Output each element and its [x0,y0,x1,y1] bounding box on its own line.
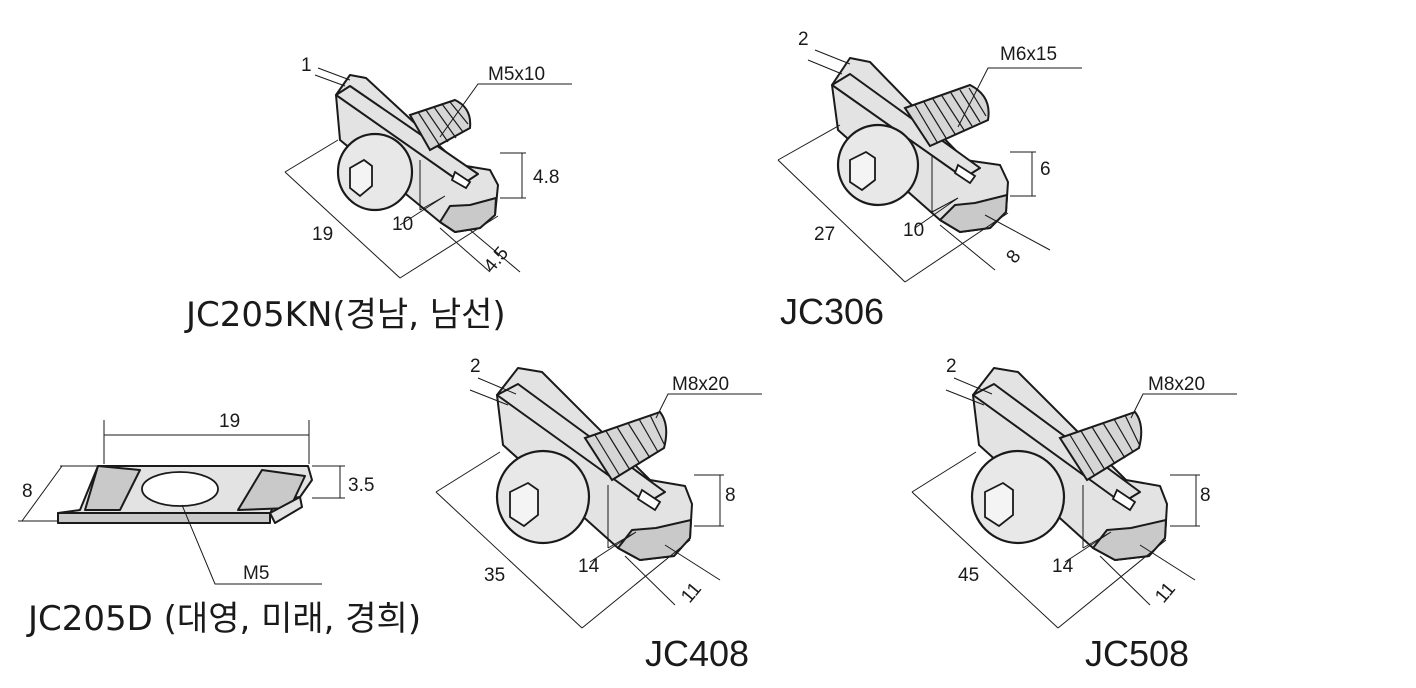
jc306-screw-label: M6x15 [1000,44,1057,65]
jc408-length-label: 35 [484,565,505,586]
part-jc508: 2 M8x20 8 45 14 11 JC508 [911,356,1237,674]
jc205d-length-label: 19 [219,411,240,432]
jc508-screw-length-label: 14 [1052,556,1074,577]
jc205kn-screw-length-label: 10 [392,214,413,235]
jc205d-hole [141,471,219,507]
jc205d-plate [57,465,313,524]
jc408-screw-leader [655,393,762,419]
jc306-screw-leader [957,67,1082,128]
jc205kn-screw-label: M5x10 [488,64,545,85]
jc306-height-label: 6 [1040,159,1051,180]
jc508-title: JC508 [1085,633,1189,674]
jc508-screw-leader [1130,393,1237,419]
jc408-width-label: 11 [677,579,706,608]
jc306-width-label: 8 [1002,246,1025,268]
jc508-thickness-label: 2 [946,356,957,377]
jc205kn-body [335,74,499,233]
jc508-height-label: 8 [1200,485,1211,506]
jc205kn-height-label: 4.8 [533,167,559,188]
jc205kn-thickness-line [317,67,351,81]
jc408-height-label: 8 [725,485,736,506]
part-jc205kn: 1 M5x10 4.8 19 10 4.5 JC205KN(경남, 남선) [184,55,572,335]
jc508-width-label: 11 [1151,579,1180,608]
jc205d-title: JC205D (대영, 미래, 경희) [26,599,421,639]
jc205d-depth-label: 8 [22,481,33,502]
jc408-thickness-label: 2 [470,356,481,377]
part-jc408: 2 M8x20 8 35 14 11 JC408 [435,356,762,674]
jc408-screw-label: M8x20 [672,374,729,395]
jc408-body [495,367,693,561]
part-jc306: 2 M6x15 6 27 10 8 JC306 [777,29,1082,332]
jc205kn-screw-leader [439,83,572,138]
jc205d-screw-leader [181,504,322,585]
jc205kn-length-label: 19 [312,224,333,245]
jc508-screw-label: M8x20 [1148,374,1205,395]
jc508-length-label: 45 [958,565,979,586]
jc205kn-width-label: 4.5 [480,243,513,277]
jc306-body [831,57,1009,233]
jc306-thickness-label: 2 [798,29,809,50]
jc408-title: JC408 [645,633,749,674]
jc306-title: JC306 [780,291,884,332]
jc205kn-title: JC205KN(경남, 남선) [184,295,506,335]
jc205kn-thickness-label: 1 [301,55,312,76]
jc205d-screw-label: M5 [243,563,269,584]
jc205d-height-label: 3.5 [348,475,374,496]
jc408-screw-length-label: 14 [578,556,600,577]
jc508-body [970,367,1168,561]
jc306-screw-length-label: 10 [903,220,924,241]
jc306-length-label: 27 [814,224,835,245]
part-jc205d: 19 8 3.5 M5 JC205D (대영, 미래, 경희) [18,411,421,639]
